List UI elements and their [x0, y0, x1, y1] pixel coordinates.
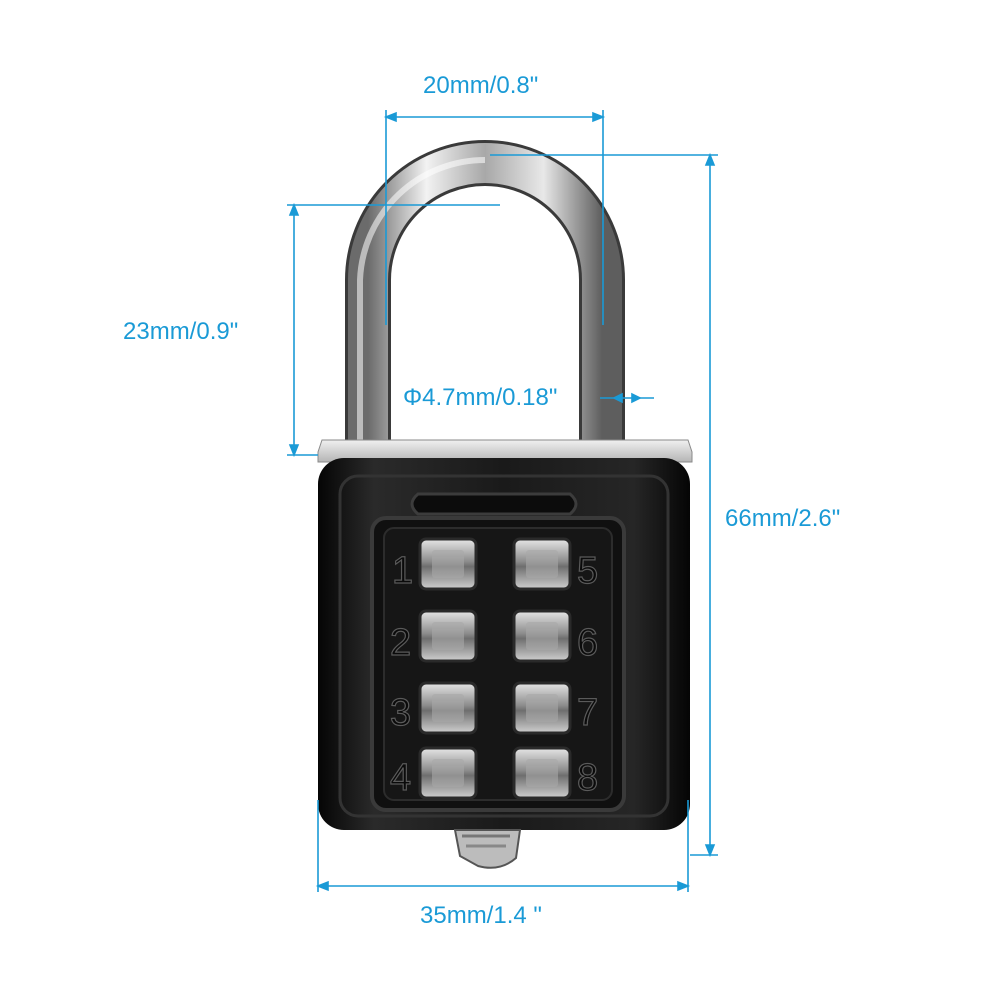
shackle-clearance-label: 23mm/0.9": [123, 318, 239, 345]
dimension-lines: [287, 110, 718, 892]
shackle-diameter-label: Φ4.7mm/0.18": [403, 384, 558, 411]
keypad-number-3: 3: [390, 692, 411, 734]
keypad-number-7: 7: [577, 692, 598, 734]
keypad-number-8: 8: [577, 757, 598, 799]
release-pin: [453, 829, 522, 869]
keypad-number-1: 1: [392, 550, 413, 592]
keypad-number-2: 2: [390, 622, 411, 664]
button-column-right: [512, 537, 572, 800]
total-height-label: 66mm/2.6": [725, 505, 841, 532]
body-width-label: 35mm/1.4 ": [420, 902, 542, 929]
keypad-number-4: 4: [390, 757, 411, 799]
body-slot: [410, 492, 578, 516]
shackle-width-label: 20mm/0.8": [423, 72, 539, 99]
keypad-number-6: 6: [577, 622, 598, 664]
button-column-left: [418, 537, 478, 800]
keypad-number-5: 5: [577, 550, 598, 592]
top-plate: [317, 439, 693, 463]
